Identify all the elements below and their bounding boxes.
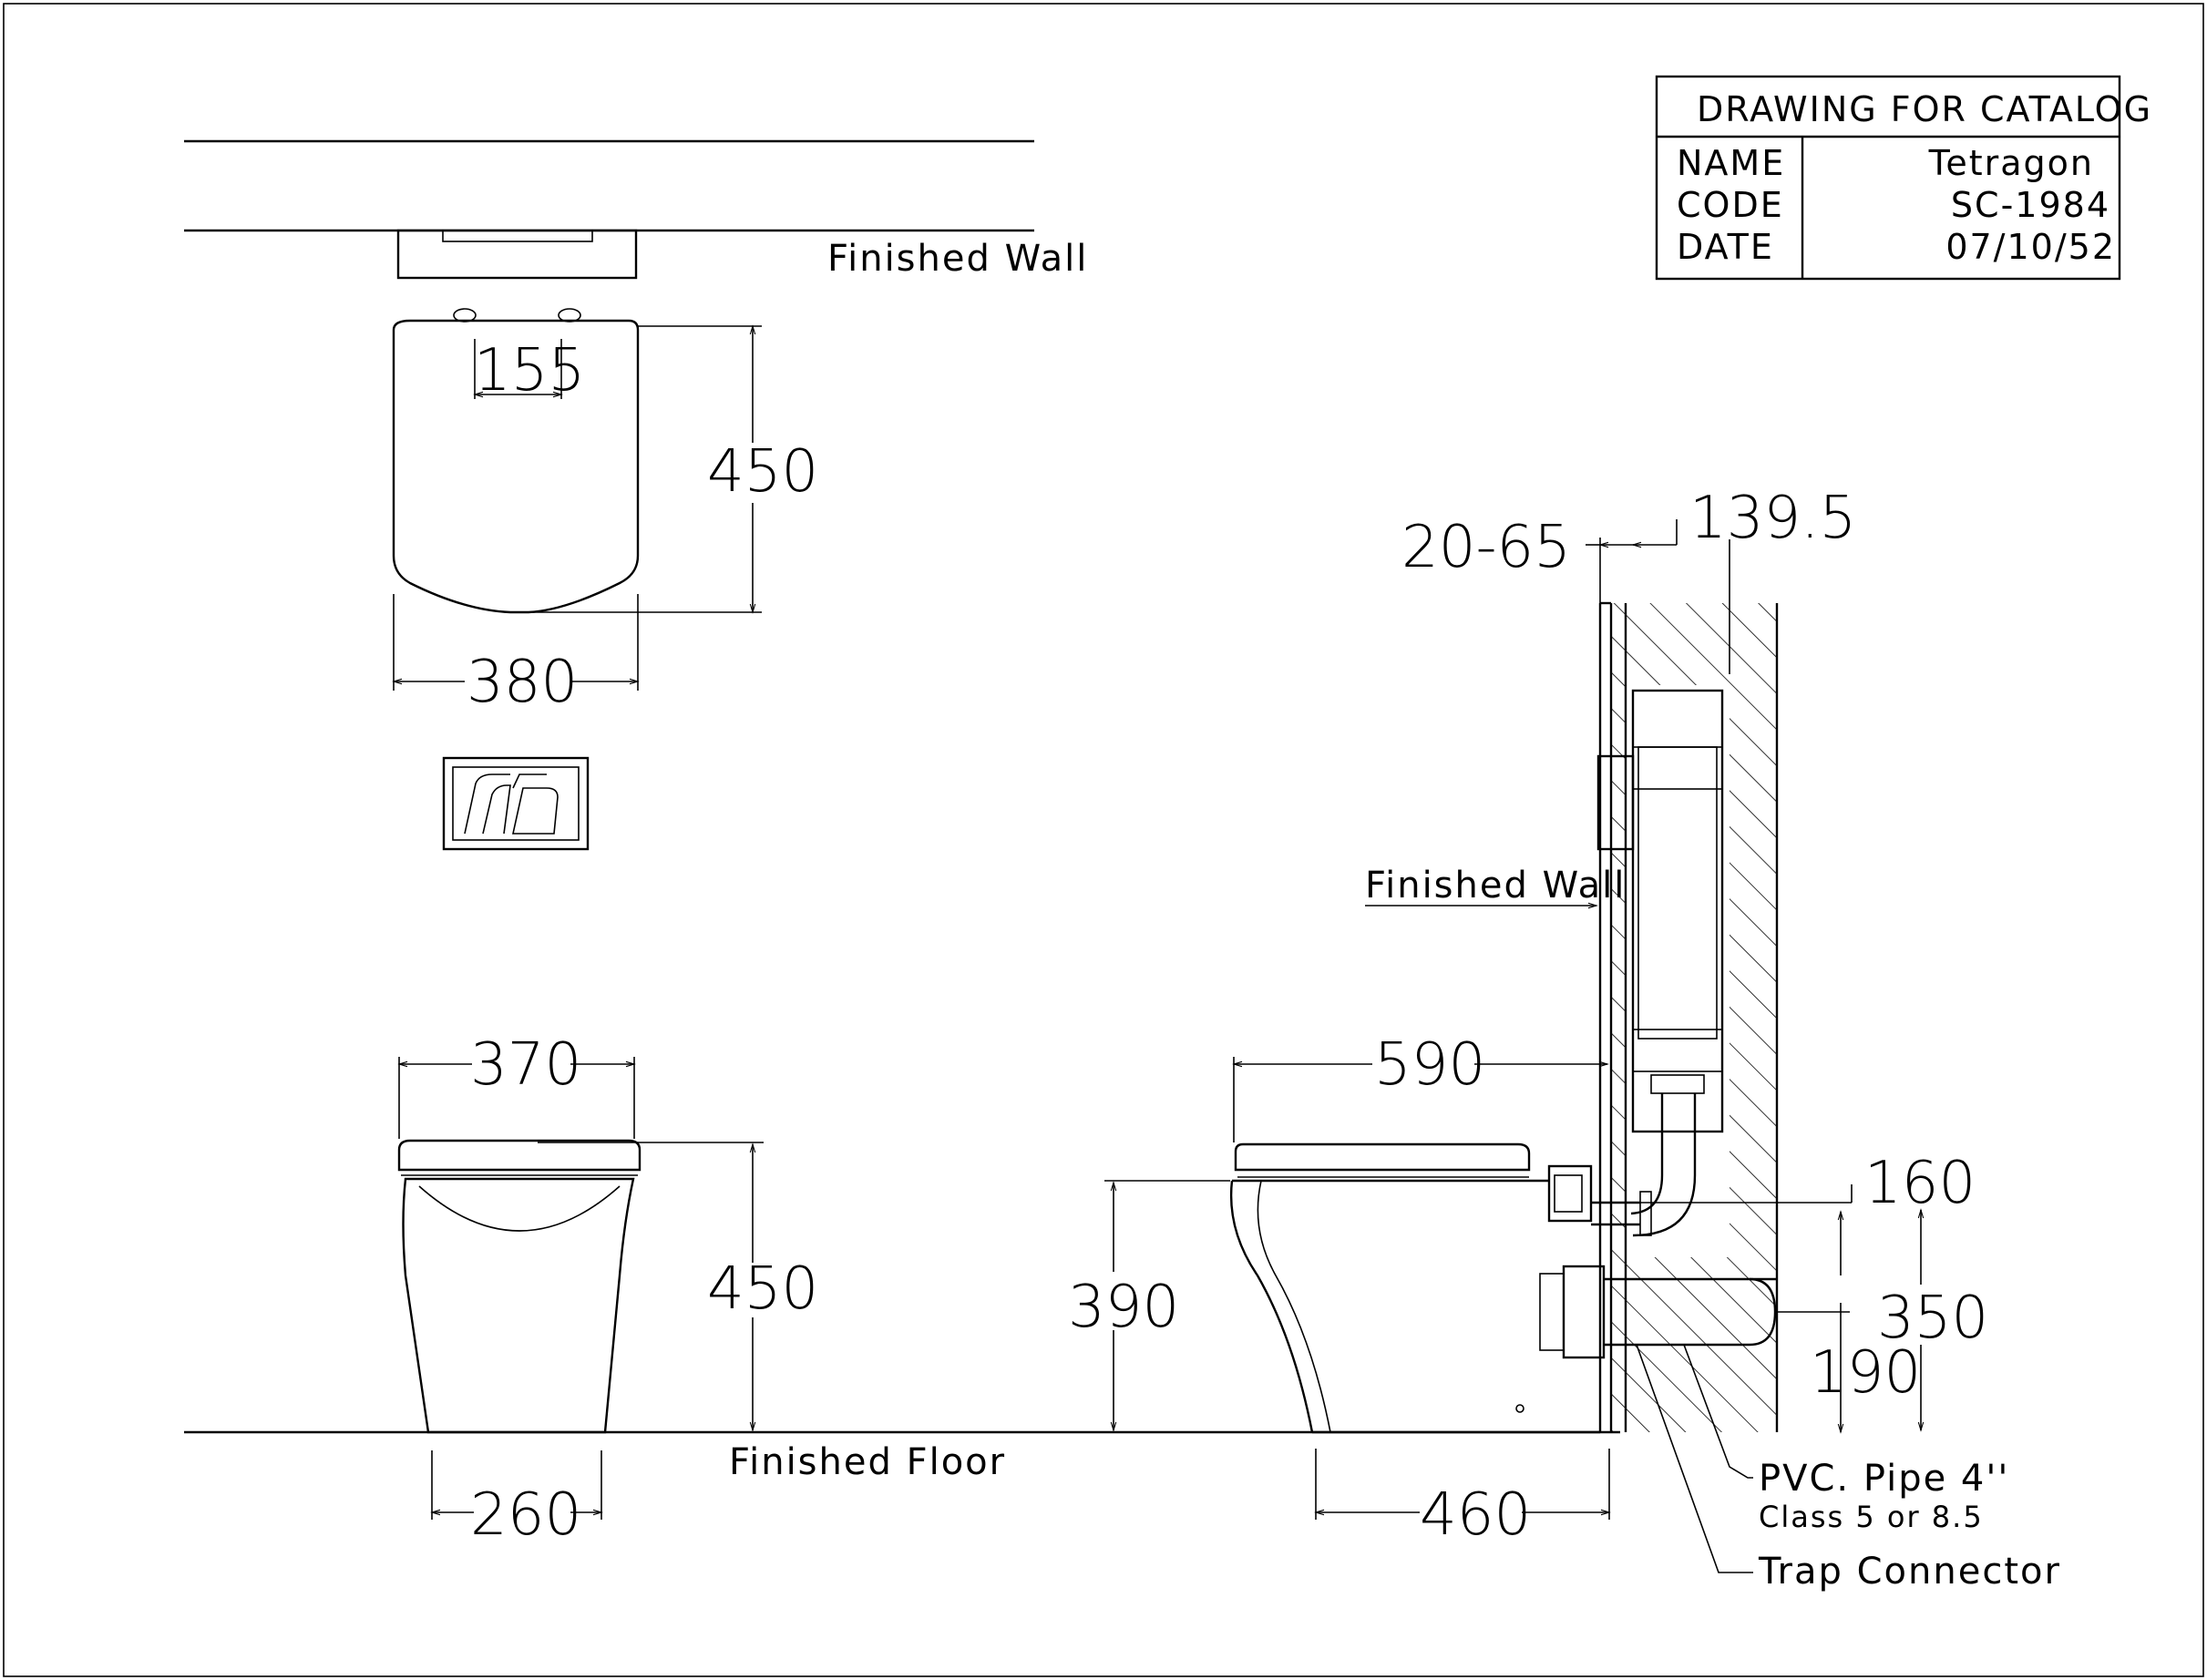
code-value: SC-1984 xyxy=(1951,185,2110,225)
flush-plate xyxy=(442,756,590,851)
front-view: 370 450 260 xyxy=(397,1031,818,1549)
finished-floor-label: Finished Floor xyxy=(729,1441,1006,1483)
trap-connector-label: Trap Connector xyxy=(1758,1551,2061,1593)
name-value: Tetragon xyxy=(1928,143,2094,183)
date-value: 07/10/52 xyxy=(1945,227,2116,267)
dim-20-65: 20-65 xyxy=(1401,514,1571,581)
dim-450-front: 450 xyxy=(707,1255,818,1323)
dim-260: 260 xyxy=(470,1481,581,1549)
dim-590: 590 xyxy=(1374,1031,1485,1099)
pvc-pipe-label: PVC. Pipe 4'' xyxy=(1759,1458,2009,1500)
dim-460: 460 xyxy=(1420,1481,1531,1549)
dim-160: 160 xyxy=(1864,1150,1976,1217)
finished-wall-top-label: Finished Wall xyxy=(827,238,1088,280)
date-label: DATE xyxy=(1677,227,1774,267)
title-heading: DRAWING FOR CATALOG xyxy=(1697,89,2152,129)
pvc-class-label: Class 5 or 8.5 xyxy=(1759,1500,1984,1534)
title-block: DRAWING FOR CATALOG NAME CODE DATE Tetra… xyxy=(1655,75,2152,281)
finished-wall-side-label: Finished Wall xyxy=(1365,865,1626,907)
dim-370: 370 xyxy=(470,1031,581,1099)
side-view: 20-65 139.5 Finished Wall 590 390 460 16… xyxy=(1068,485,2061,1593)
dim-155: 155 xyxy=(474,337,585,405)
name-label: NAME xyxy=(1677,143,1785,183)
dim-139-5: 139.5 xyxy=(1689,485,1856,552)
dim-190: 190 xyxy=(1810,1339,1921,1407)
dim-390: 390 xyxy=(1068,1274,1179,1341)
dim-450-top: 450 xyxy=(707,438,818,506)
code-label: CODE xyxy=(1677,185,1784,225)
sheet-border xyxy=(3,3,2204,1677)
dim-350: 350 xyxy=(1877,1285,1988,1352)
top-view: Finished Wall 155 450 380 xyxy=(184,139,1088,716)
dim-380: 380 xyxy=(467,649,578,716)
